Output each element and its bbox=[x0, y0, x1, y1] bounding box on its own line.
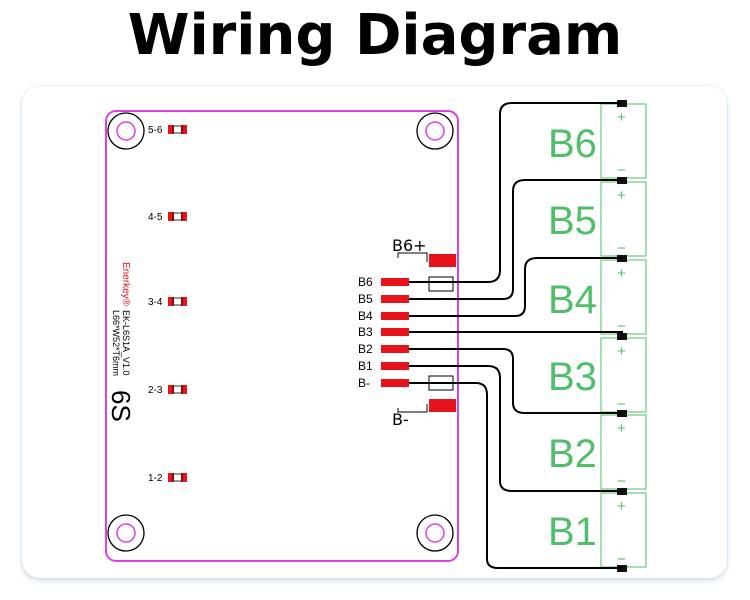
svg-text:B5: B5 bbox=[358, 292, 373, 306]
svg-text:−: − bbox=[617, 162, 626, 179]
svg-text:+: + bbox=[617, 187, 626, 204]
svg-text:3-4: 3-4 bbox=[148, 297, 163, 308]
svg-text:−: − bbox=[617, 318, 626, 335]
svg-text:+: + bbox=[617, 343, 626, 360]
svg-text:B6: B6 bbox=[548, 122, 597, 166]
dimensions-label: L66*W52*T6mm bbox=[111, 310, 121, 376]
brand-label: Enerkey® bbox=[120, 262, 131, 307]
connector-pin-b4: B4 bbox=[358, 309, 409, 323]
wire-b3 bbox=[409, 331, 623, 336]
mounting-hole-tr bbox=[416, 112, 454, 150]
connector-pin-b3: B3 bbox=[358, 325, 409, 339]
svg-text:−: − bbox=[617, 551, 626, 568]
balance-pad-5-6: 5-6 bbox=[148, 125, 187, 136]
svg-text:−: − bbox=[617, 473, 626, 490]
svg-text:B1: B1 bbox=[548, 510, 597, 554]
svg-text:−: − bbox=[617, 396, 626, 413]
model-label: EK-L6S1A_V1.0 bbox=[121, 310, 131, 376]
battery-b1: B1 + − bbox=[548, 492, 647, 568]
mounting-hole-br bbox=[416, 514, 454, 552]
svg-text:1-2: 1-2 bbox=[148, 473, 163, 484]
wire-b5 bbox=[409, 179, 622, 300]
battery-b6: B6 + − bbox=[548, 103, 647, 179]
balance-pad-2-3: 2-3 bbox=[148, 385, 187, 396]
svg-text:B4: B4 bbox=[548, 278, 597, 322]
svg-text:+: + bbox=[617, 420, 626, 437]
svg-text:+: + bbox=[617, 109, 626, 126]
board-outline bbox=[105, 110, 459, 562]
svg-text:−: − bbox=[617, 240, 626, 257]
battery-b5: B5 + − bbox=[548, 181, 647, 257]
svg-text:2-3: 2-3 bbox=[148, 385, 163, 396]
svg-text:4-5: 4-5 bbox=[148, 212, 163, 223]
connector-pin-b6: B6 bbox=[358, 275, 409, 289]
svg-text:+: + bbox=[617, 265, 626, 282]
wire-b-minus bbox=[409, 382, 622, 569]
balance-pad-1-2: 1-2 bbox=[148, 473, 187, 484]
svg-text:B1: B1 bbox=[358, 359, 373, 373]
connector-bottom-label: B- bbox=[392, 410, 409, 429]
balance-pad-3-4: 3-4 bbox=[148, 297, 187, 308]
svg-text:B3: B3 bbox=[548, 355, 597, 399]
balance-pad-4-5: 4-5 bbox=[148, 212, 187, 223]
connector-pin-b2: B2 bbox=[358, 342, 409, 356]
connector-pin-b1: B1 bbox=[358, 359, 409, 373]
mounting-hole-bl bbox=[107, 514, 145, 552]
mounting-hole-tl bbox=[107, 112, 145, 150]
connector-top-label: B6+ bbox=[392, 236, 427, 255]
wire-b1 bbox=[409, 365, 622, 492]
svg-text:B-: B- bbox=[358, 376, 370, 390]
wire-b2 bbox=[409, 348, 622, 414]
battery-b4: B4 + − bbox=[548, 259, 647, 335]
svg-text:+: + bbox=[617, 498, 626, 515]
page-title: Wiring Diagram bbox=[127, 3, 623, 68]
b-minus-pad bbox=[429, 399, 456, 412]
connector-pin-b5: B5 bbox=[358, 292, 409, 306]
svg-text:B3: B3 bbox=[358, 325, 373, 339]
svg-text:B5: B5 bbox=[548, 199, 597, 243]
battery-pack: B6 + − B5 + − B4 + − B3 + − B2 + − bbox=[548, 100, 647, 572]
svg-text:B4: B4 bbox=[358, 309, 373, 323]
wire-b4 bbox=[409, 257, 622, 317]
battery-b3: B3 + − bbox=[548, 337, 647, 413]
svg-text:B6: B6 bbox=[358, 275, 373, 289]
svg-text:B2: B2 bbox=[548, 432, 597, 476]
wire-b6 bbox=[409, 102, 622, 283]
wires bbox=[409, 102, 623, 569]
bms-board: 5-6 4-5 3-4 2-3 1-2 Enerkey® EK-L6S1A_V1… bbox=[105, 110, 459, 562]
b6-plus-pad bbox=[429, 254, 456, 267]
battery-b2: B2 + − bbox=[548, 414, 647, 490]
svg-text:5-6: 5-6 bbox=[148, 125, 163, 136]
cell-count-label: 6S bbox=[106, 390, 136, 422]
connector-pin-b-minus: B- bbox=[358, 376, 409, 390]
svg-text:B2: B2 bbox=[358, 342, 373, 356]
